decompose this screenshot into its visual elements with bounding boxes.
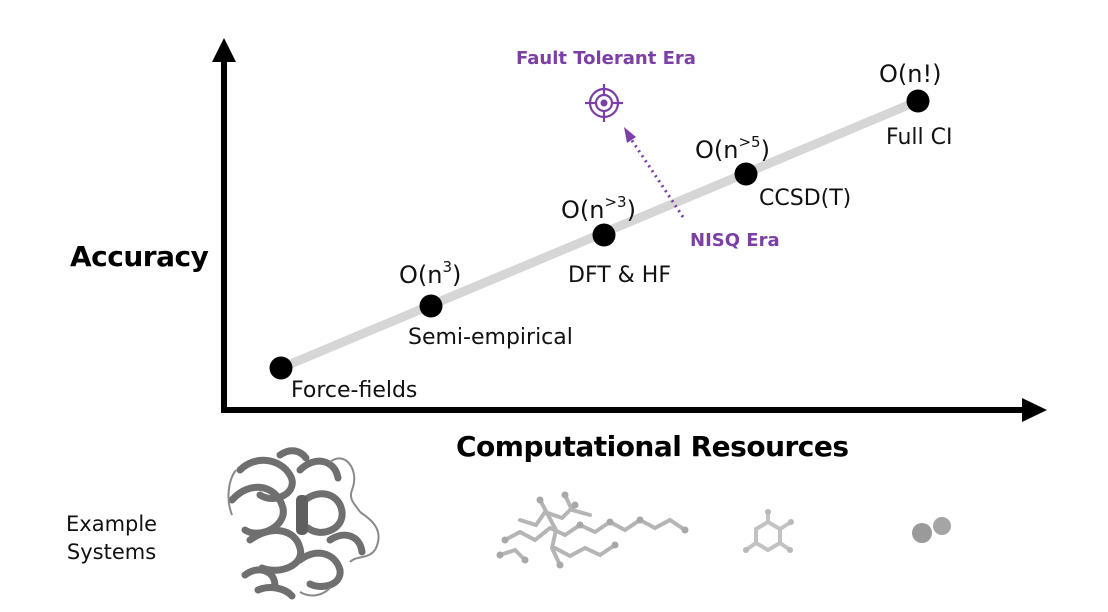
method-label-force-fields: Force-fields xyxy=(291,378,418,403)
small-aromatic-molecule-image xyxy=(744,510,793,553)
complexity-label-ccsd-t: O(n>5) xyxy=(695,133,770,164)
nisq-era-label: NISQ Era xyxy=(690,230,780,251)
complexity-label-semi-empirical: O(n3) xyxy=(399,258,462,289)
fault-tolerant-era-label: Fault Tolerant Era xyxy=(516,48,696,69)
example-systems-line1: Example xyxy=(66,512,158,536)
nisq-arrow xyxy=(629,138,685,218)
example-systems-label: Example Systems xyxy=(66,510,157,566)
y-axis-title: Accuracy xyxy=(70,240,209,273)
target-icon xyxy=(585,84,623,122)
protein-structure-image xyxy=(228,447,366,600)
complexity-label-dft-hf: O(n>3) xyxy=(561,193,636,224)
x-axis-arrowhead xyxy=(1022,398,1047,422)
y-axis-arrowhead xyxy=(212,38,236,62)
method-label-dft-hf: DFT & HF xyxy=(568,263,671,288)
method-label-semi-empirical: Semi-empirical xyxy=(408,325,573,350)
x-axis-title: Computational Resources xyxy=(456,430,849,463)
point-full-ci xyxy=(906,89,930,113)
method-label-full-ci: Full CI xyxy=(886,125,953,150)
small-aromatic-molecule-atoms xyxy=(743,509,794,553)
nisq-arrowhead xyxy=(624,127,636,143)
protein-helix-core xyxy=(296,495,308,535)
point-dft-hf xyxy=(592,223,616,247)
large-organic-molecule-atoms xyxy=(496,491,689,569)
point-ccsd-t xyxy=(734,162,758,186)
diatomic-atom-left xyxy=(912,523,932,543)
diatomic-atom-right xyxy=(933,517,951,535)
protein-loops xyxy=(227,457,380,597)
large-organic-molecule-image xyxy=(498,493,687,567)
example-systems-line2: Systems xyxy=(66,540,157,564)
method-label-ccsd-t: CCSD(T) xyxy=(759,186,852,211)
complexity-label-full-ci: O(n!) xyxy=(879,60,942,88)
point-force-fields xyxy=(269,356,293,380)
point-semi-empirical xyxy=(419,294,443,318)
